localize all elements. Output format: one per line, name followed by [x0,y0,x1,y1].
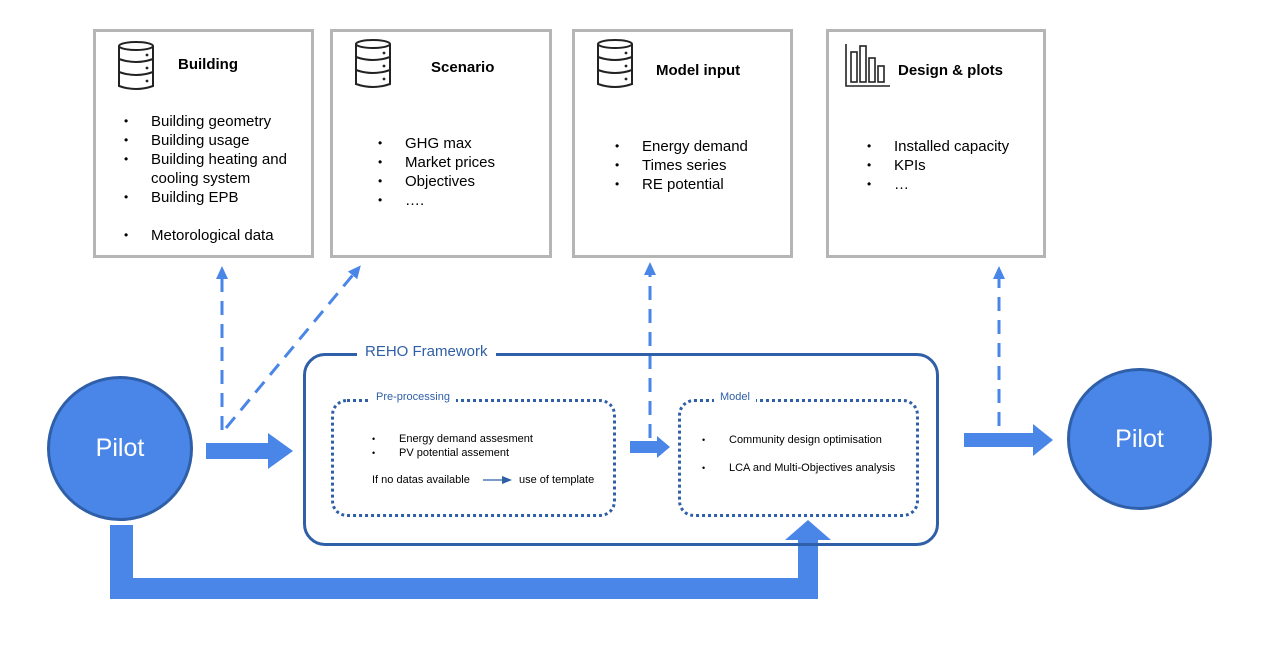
list-item: LCA and Multi-Objectives analysis [702,461,917,475]
model-title: Model [714,391,756,403]
list-item: Energy demand assesment [372,432,602,446]
list-item: GHG max [378,134,548,153]
list-item: Market prices [378,153,548,172]
list-item: …. [378,191,548,210]
list-item: Energy demand [615,137,785,156]
list-item: Times series [615,156,785,175]
list-item: … [867,175,1037,194]
pilot-left: Pilot [47,376,193,521]
model-box [678,399,919,517]
list-item: Building heating and cooling system [124,150,304,188]
model-input-list: Energy demand Times series RE potential [615,137,785,194]
list-item: PV potential assement [372,446,602,460]
list-item: KPIs [867,156,1037,175]
list-item: Installed capacity [867,137,1037,156]
arrow-preprocessing-to-model [630,436,670,458]
pilot-label: Pilot [95,434,145,462]
preprocessing-list: Energy demand assesment PV potential ass… [372,432,602,460]
list-item: Metorological data [124,226,304,245]
building-box: Building Building geometry Building usag… [93,29,314,258]
list-item: Objectives [378,172,548,191]
scenario-list: GHG max Market prices Objectives …. [378,134,548,210]
model-list: Community design optimisation LCA and Mu… [702,433,917,475]
feedback-arrow [110,520,831,599]
arrow-pilot-to-framework [206,433,293,469]
template-condition: If no datas available [372,474,470,486]
list-item: RE potential [615,175,785,194]
building-list: Building geometry Building usage Buildin… [124,112,304,245]
list-item: Building geometry [124,112,304,131]
pilot-right: Pilot [1067,368,1212,510]
design-plots-box: Design & plots Installed capacity KPIs … [826,29,1046,258]
preprocessing-box [331,399,616,517]
database-icon [355,39,391,88]
arrow-framework-to-pilot [964,424,1053,456]
list-item: Building usage [124,131,304,150]
database-icon [118,41,154,90]
bar-chart-icon [845,44,890,87]
box-title: Scenario [431,59,495,76]
template-result: use of template [519,474,595,486]
list-item: Community design optimisation [702,433,917,447]
framework-title: REHO Framework [357,343,496,360]
box-title: Model input [656,62,741,79]
box-title: Design & plots [898,62,1004,79]
list-item: Building EPB [124,188,304,207]
model-input-box: Model input Energy demand Times series R… [572,29,793,258]
dashed-arrow-scenario [224,265,361,429]
scenario-box: Scenario GHG max Market prices Objective… [330,29,552,258]
database-icon [597,39,633,88]
box-title: Building [178,56,238,73]
pilot-label: Pilot [1115,424,1164,453]
design-plots-list: Installed capacity KPIs … [867,137,1037,194]
preprocessing-title: Pre-processing [370,391,456,403]
reho-framework [303,353,939,546]
